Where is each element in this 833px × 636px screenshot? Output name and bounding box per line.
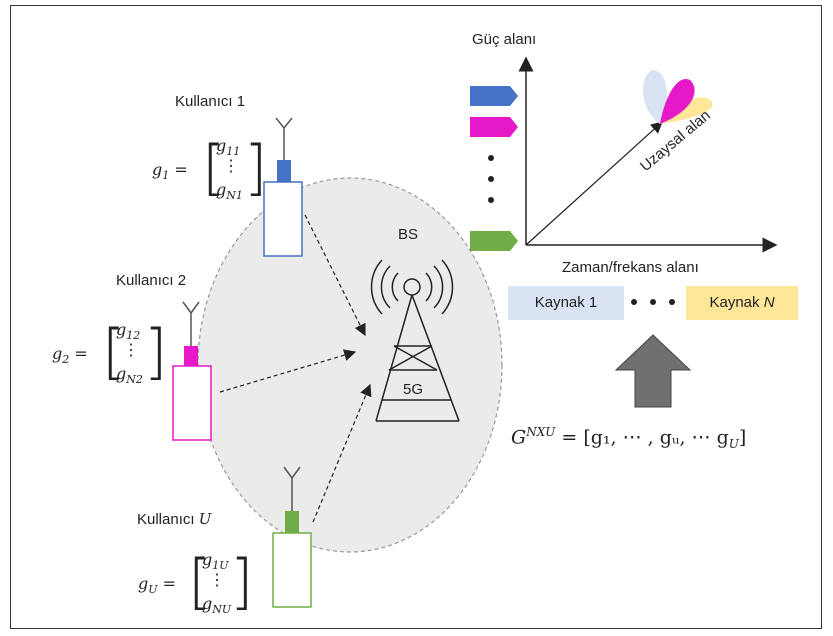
resource-dot (650, 299, 656, 305)
up-arrow (614, 334, 692, 408)
resource-dot (631, 299, 637, 305)
user1-label: Kullanıcı 1 (175, 93, 246, 110)
power-dot (488, 155, 494, 161)
power-marker-magenta (470, 117, 518, 137)
link-user1 (304, 214, 366, 337)
power-dot (488, 176, 494, 182)
user2-label: Kullanıcı 2 (116, 272, 187, 289)
bs-label: BS (398, 226, 419, 243)
resource-dot (669, 299, 675, 305)
power-axis-label: Güç alanı (472, 31, 537, 48)
diagram-frame (10, 5, 822, 629)
power-marker-green (470, 231, 518, 251)
power-dot (488, 197, 494, 203)
bs-tower (370, 259, 460, 422)
bs-tech-label: 5G (403, 381, 424, 398)
matrix-formula: GNXU = [g₁, ⋯ , gᵤ, ⋯ gU] (511, 425, 747, 452)
resource-1-box: Kaynak 1 (508, 286, 624, 320)
resource-n-box: Kaynak N (686, 286, 798, 320)
power-marker-blue (470, 86, 518, 106)
coverage-area (197, 177, 503, 553)
userU-label: Kullanıcı U (137, 510, 212, 528)
user2-device (172, 301, 212, 441)
link-userU (312, 383, 372, 523)
link-user2 (219, 349, 357, 393)
spatial-axis (525, 121, 663, 246)
userU-device (272, 466, 312, 608)
time-freq-axis-label: Zaman/frekans alanı (562, 259, 699, 276)
user1-device (263, 117, 303, 257)
spatial-beams (642, 70, 713, 124)
